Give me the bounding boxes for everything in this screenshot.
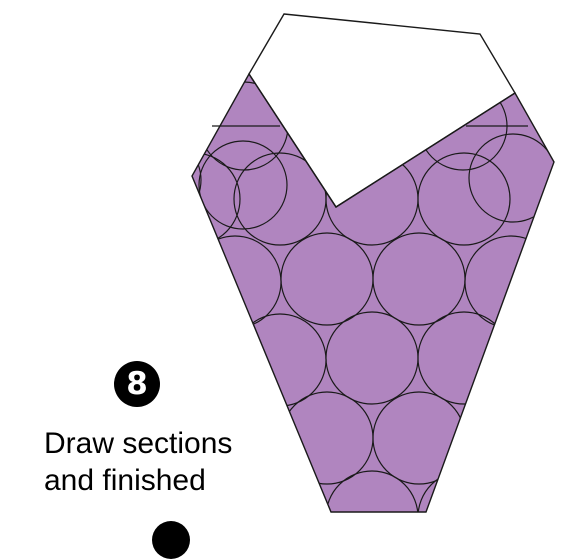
bouquet-diagram: [191, 13, 555, 513]
step-caption: Draw sections and finished: [44, 425, 232, 499]
caption-line-2: and finished: [44, 464, 206, 497]
step-number-icon: 8: [114, 361, 160, 407]
caption-line-1: Draw sections: [44, 427, 233, 460]
next-step-badge-icon: [152, 521, 190, 559]
cone-outline: [191, 72, 555, 513]
cone-body: [192, 74, 554, 512]
step-number: 8: [126, 365, 148, 402]
